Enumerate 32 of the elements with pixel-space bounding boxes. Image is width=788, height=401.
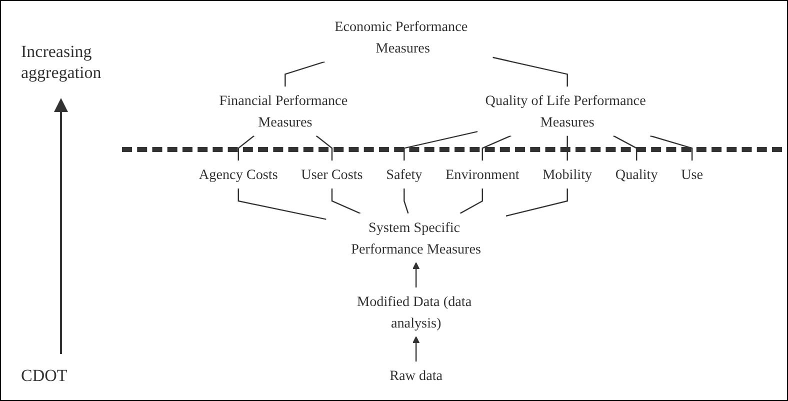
connector (238, 135, 255, 161)
node-text: Economic Performance Measures (334, 18, 468, 56)
node-text: Safety (386, 166, 422, 182)
connector (612, 135, 638, 161)
node-text: Quality of Life Performance Measures (485, 92, 646, 130)
node-text: User Costs (301, 166, 363, 182)
arrow (412, 336, 420, 362)
hierarchy-diagram: Economic Performance Measures Financial Performance Measures Quality of Life Performance Measures Agency Costs User Costs Safety Environment Mobility Quality Use System Specific Performance Measures Modified Data (data analysis) Raw data (121, 6, 781, 396)
node-text: Agency Costs (198, 166, 278, 182)
connector (316, 135, 333, 161)
connector (506, 188, 568, 217)
connector (566, 136, 568, 161)
connector (404, 130, 478, 161)
node-text: Environment (446, 166, 520, 182)
connector (460, 188, 484, 214)
node-text: Quality (615, 166, 658, 182)
node-text: System Specific Performance Measures (351, 219, 482, 256)
node-text: Financial Performance Measures (219, 92, 348, 130)
connector (404, 188, 409, 214)
organization-label: CDOT (21, 366, 68, 386)
arrow (412, 262, 420, 288)
connector (284, 61, 326, 87)
node-text: Modified Data (data analysis) (357, 293, 472, 330)
node-text: Use (681, 166, 704, 182)
connector (238, 188, 326, 220)
connector (492, 56, 568, 87)
node-text: Mobility (542, 166, 592, 182)
node-text: Raw data (390, 367, 443, 384)
axis-label: Increasing aggregation (21, 41, 102, 84)
connector (482, 135, 512, 161)
connector (331, 188, 361, 214)
connector (650, 135, 693, 161)
